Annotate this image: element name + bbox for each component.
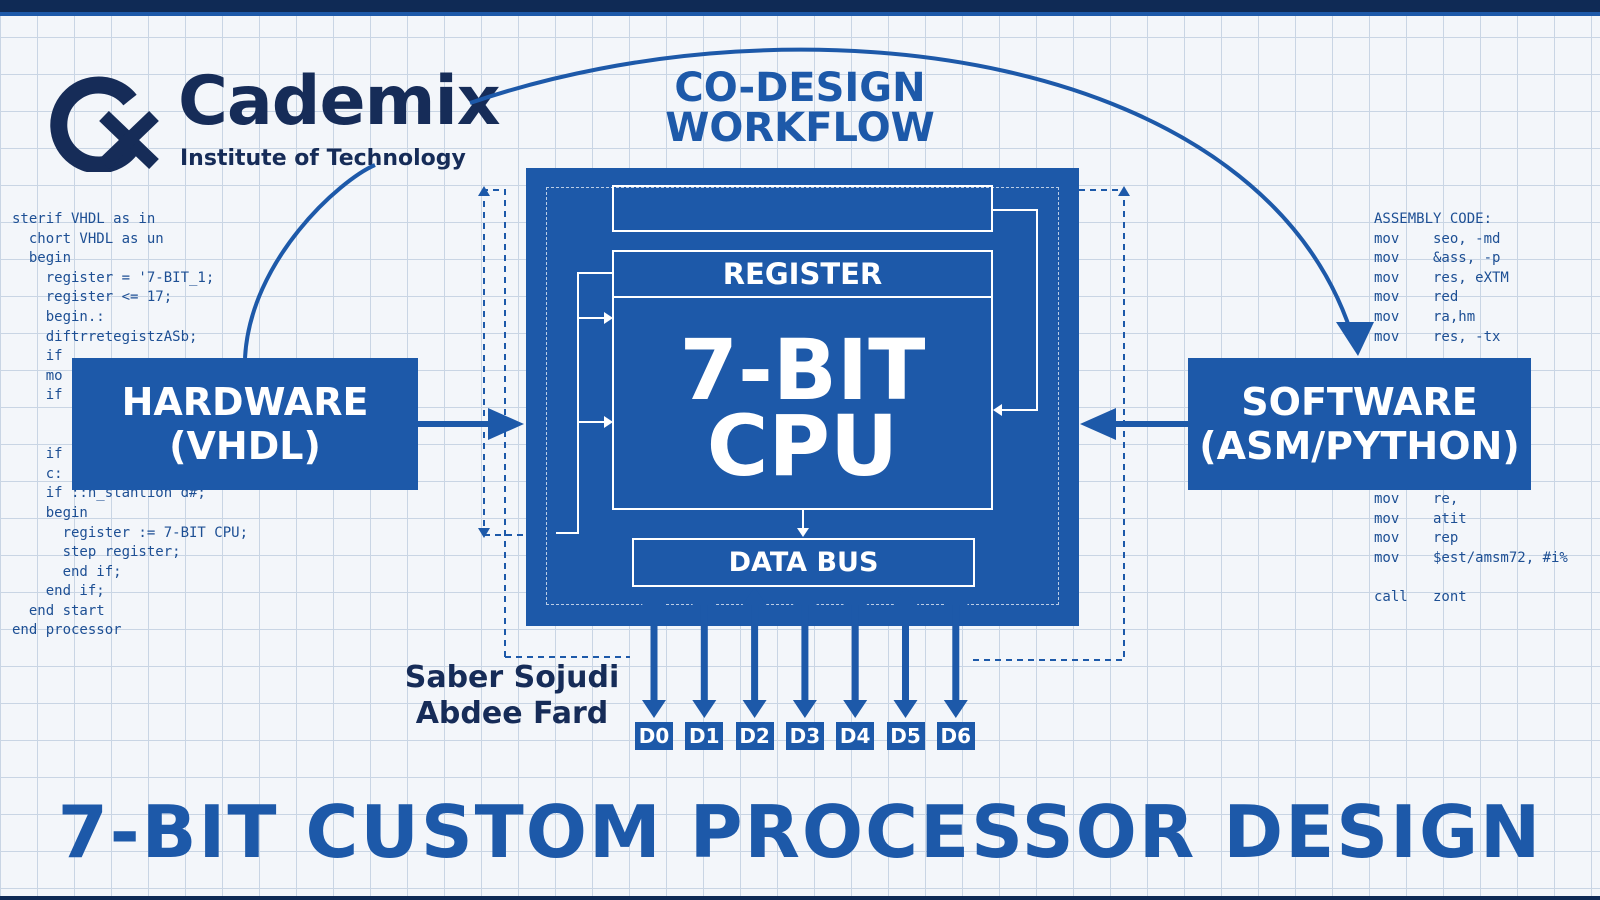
- code-line: diftrretegistzASb;: [12, 328, 198, 345]
- code-line: ASSEMBLY CODE:: [1374, 211, 1493, 227]
- code-line: begin.:: [12, 308, 105, 325]
- asm-code-block-top: ASSEMBLY CODE: mov seo, -md mov &ass, -p mo…: [1374, 210, 1509, 347]
- code-line: mov &ass, -p: [1374, 250, 1501, 267]
- dashed-arrowhead-up-left: [478, 186, 490, 196]
- feedback-wire-right: [993, 209, 1038, 411]
- code-line: begin: [12, 504, 88, 521]
- code-line: mov seo, -md: [1374, 230, 1501, 247]
- code-line: if: [12, 446, 63, 463]
- code-line: mov atit: [1374, 510, 1467, 527]
- data-line-arrow-d0: [642, 587, 666, 718]
- codesign-arc-arrow: [469, 47, 1357, 346]
- data-line-label-d0: D0: [635, 722, 673, 750]
- hardware-to-cpu-arrowhead-icon: [488, 408, 524, 440]
- register-to-bus-arrowhead-icon: [797, 528, 809, 537]
- data-line-label-d3: D3: [785, 722, 824, 750]
- cpu-label-line-1: 7-BIT: [679, 321, 926, 419]
- code-line: end if;: [12, 583, 105, 600]
- code-line: c:: [12, 465, 63, 482]
- vhdl-code-block: sterif VHDL as in chort VHDL as un begin…: [12, 210, 248, 641]
- code-line: end if;: [12, 563, 122, 580]
- feedback-arrowhead-icon: [993, 404, 1002, 416]
- data-line-arrow-d1: [692, 587, 717, 718]
- register-cpu-box: REGISTER 7-BIT CPU: [612, 250, 993, 510]
- code-line: mov re,: [1374, 491, 1459, 507]
- code-line: mov ra,hm: [1374, 308, 1476, 325]
- bottom-border: [0, 896, 1600, 900]
- hardware-vhdl-box: HARDWARE (VHDL): [72, 358, 418, 490]
- asm-code-block-bottom: mov re, mov atit mov rep mov $est/amsm72, #…: [1374, 490, 1568, 608]
- code-line: if: [12, 387, 63, 404]
- logo-subtitle: Institute of Technology: [180, 146, 466, 171]
- author-line-1: Saber Sojudi: [404, 660, 620, 695]
- cpu-label: 7-BIT CPU: [614, 321, 991, 495]
- data-line-arrow-d6: [943, 587, 968, 718]
- code-line: end start: [12, 602, 105, 619]
- code-line: call zont: [1374, 588, 1467, 605]
- hardware-sublabel: (VHDL): [169, 424, 321, 468]
- data-line-label-d1: D1: [685, 722, 724, 750]
- author-line-2: Abdee Fard: [415, 696, 609, 731]
- input-branch-2-arrowhead-icon: [604, 416, 613, 428]
- dashed-arrowhead-up-right: [1118, 186, 1130, 196]
- data-bus-box: DATA BUS: [632, 538, 975, 587]
- data-line-arrow-d4: [843, 587, 868, 718]
- arc-arrowhead-icon: [1336, 322, 1374, 356]
- input-wire-left: [556, 272, 612, 534]
- code-line: mo: [12, 367, 63, 384]
- author-name: Saber Sojudi Abdee Fard: [392, 660, 632, 732]
- cpu-label-line-2: CPU: [706, 397, 899, 495]
- workflow-title-line-1: CO-DESIGN: [674, 65, 926, 111]
- data-line-label-d2: D2: [735, 722, 774, 750]
- software-asm-python-box: SOFTWARE (ASM/PYTHON): [1188, 358, 1531, 490]
- hardware-to-logo-curve: [243, 163, 376, 359]
- code-line: register <= 17;: [12, 289, 173, 306]
- code-line: mov res, eXTM: [1374, 269, 1509, 286]
- code-line: begin: [12, 250, 72, 267]
- register-label: REGISTER: [614, 252, 991, 298]
- code-line: register := 7-BIT CPU;: [12, 524, 249, 541]
- data-line-arrow-d5: [893, 587, 918, 718]
- software-sublabel: (ASM/PYTHON): [1199, 424, 1520, 468]
- data-line-arrow-d2: [742, 587, 767, 718]
- software-to-cpu-arrowhead-icon: [1080, 408, 1116, 440]
- code-line: mov $est/amsm72, #i%: [1374, 549, 1568, 566]
- cpu-top-slot: [612, 185, 993, 232]
- code-line: end processor: [12, 622, 122, 639]
- data-line-label-d4: D4: [836, 722, 875, 750]
- hardware-label: HARDWARE: [121, 380, 369, 424]
- code-line: mov red: [1374, 289, 1459, 306]
- code-line: mov res, -tx: [1374, 328, 1501, 345]
- workflow-title: CO-DESIGN WORKFLOW: [640, 68, 960, 148]
- input-branch-1-arrowhead-icon: [604, 312, 613, 324]
- workflow-title-line-2: WORKFLOW: [665, 105, 935, 151]
- main-title: 7-BIT CUSTOM PROCESSOR DESIGN: [57, 790, 1543, 874]
- code-line: step register;: [12, 544, 181, 561]
- cademix-logo-icon: [50, 76, 159, 172]
- code-line: register = '7-BIT_1;: [12, 269, 215, 286]
- logo-name: Cademix: [178, 62, 501, 141]
- code-line: if: [12, 348, 63, 365]
- top-border: [0, 0, 1600, 16]
- dashed-frame-left: [484, 189, 506, 657]
- cpu-block: [526, 168, 1079, 626]
- data-line-label-d5: D5: [886, 722, 925, 750]
- data-line-arrow-d3: [792, 587, 817, 718]
- dashed-arrowhead-down-left: [478, 528, 490, 538]
- software-label: SOFTWARE: [1241, 380, 1478, 424]
- code-line: mov rep: [1374, 530, 1459, 547]
- code-line: sterif VHDL as in: [12, 211, 156, 227]
- code-line: chort VHDL as un: [12, 230, 164, 247]
- data-line-label-d6: D6: [936, 722, 975, 750]
